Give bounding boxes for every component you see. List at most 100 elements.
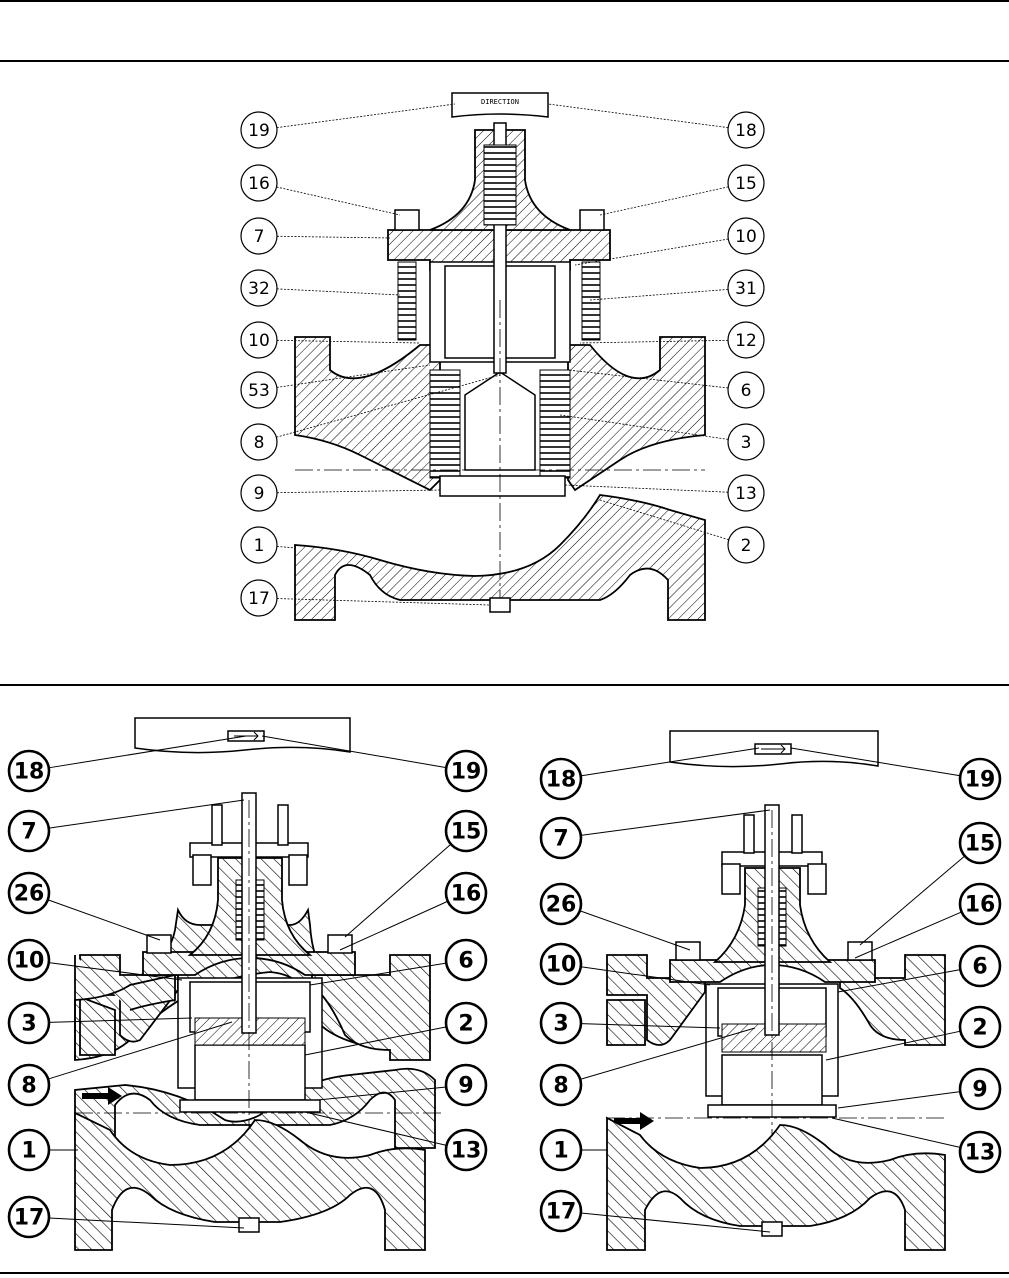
leader-line — [276, 103, 456, 129]
part-callout-15: 15 — [958, 821, 1002, 865]
part-callout-2: 2 — [958, 1005, 1002, 1049]
part-callout-15: 15 — [727, 164, 765, 202]
leader-line — [854, 911, 962, 959]
part-number: 26 — [546, 893, 577, 918]
leader-line — [276, 339, 421, 344]
part-callout-8: 8 — [7, 1063, 51, 1107]
leader-line — [276, 546, 297, 549]
part-callout-10: 10 — [7, 938, 51, 982]
part-number: 3 — [553, 1012, 568, 1037]
part-number: 7 — [553, 827, 568, 852]
nameplate-top — [451, 92, 549, 118]
part-number: 8 — [254, 433, 265, 453]
part-callout-10: 10 — [727, 217, 765, 255]
bottom-right-valve-drawing — [606, 730, 946, 1251]
part-callout-2: 2 — [444, 1001, 488, 1045]
part-callout-1: 1 — [539, 1128, 583, 1172]
leader-line — [344, 843, 452, 938]
part-callout-3: 3 — [539, 1001, 583, 1045]
leader-line — [559, 414, 729, 440]
part-callout-17: 17 — [7, 1195, 51, 1239]
leader-line — [589, 288, 729, 301]
part-number: 8 — [21, 1074, 36, 1099]
leader-line — [599, 186, 729, 216]
leader-line — [837, 969, 961, 993]
leader-line — [304, 1111, 447, 1146]
part-number: 9 — [458, 1074, 473, 1099]
part-number: 2 — [458, 1012, 473, 1037]
part-number: 1 — [254, 536, 265, 556]
leader-line — [309, 962, 447, 986]
leader-line — [574, 238, 729, 266]
nameplate-text-top: DIRECTION — [481, 98, 519, 106]
part-number: 8 — [553, 1074, 568, 1099]
part-callout-15: 15 — [444, 809, 488, 853]
part-number: 13 — [965, 1141, 996, 1166]
part-number: 7 — [254, 227, 265, 247]
part-number: 6 — [972, 955, 987, 980]
leader-line — [579, 339, 729, 344]
part-number: 10 — [546, 953, 577, 978]
part-number: 12 — [735, 331, 757, 351]
part-number: 32 — [248, 279, 270, 299]
part-number: 3 — [741, 433, 752, 453]
leader-line — [47, 899, 161, 941]
part-number: 19 — [965, 768, 996, 793]
part-number: 19 — [248, 121, 270, 141]
part-number: 19 — [451, 760, 482, 785]
leader-line — [276, 489, 441, 494]
part-callout-31: 31 — [727, 269, 765, 307]
top-valve-drawing: DIRECTION — [294, 92, 706, 621]
part-callout-3: 3 — [727, 423, 765, 461]
leader-line — [831, 1117, 961, 1149]
leader-line — [48, 1017, 193, 1023]
part-callout-6: 6 — [727, 371, 765, 409]
part-callout-13: 13 — [727, 474, 765, 512]
leader-line — [276, 186, 401, 216]
part-number: 13 — [735, 484, 757, 504]
bottom-left-valve-drawing — [74, 717, 445, 1251]
part-callout-8: 8 — [539, 1063, 583, 1107]
leader-line — [48, 799, 245, 829]
top-rule — [0, 0, 1009, 2]
leader-line — [276, 288, 401, 296]
bottom-rule — [0, 1272, 1009, 1274]
part-number: 2 — [972, 1016, 987, 1041]
leader-line — [580, 1027, 756, 1080]
part-callout-13: 13 — [958, 1130, 1002, 1174]
part-number: 15 — [965, 832, 996, 857]
part-callout-8: 8 — [240, 423, 278, 461]
part-number: 26 — [14, 882, 45, 907]
leader-line — [837, 1091, 961, 1109]
part-callout-13: 13 — [444, 1128, 488, 1172]
part-callout-26: 26 — [539, 882, 583, 926]
part-number: 10 — [735, 227, 757, 247]
part-number: 17 — [546, 1200, 577, 1225]
mid-rule — [0, 684, 1009, 686]
part-callout-17: 17 — [539, 1189, 583, 1233]
leader-line — [339, 900, 448, 951]
part-callout-18: 18 — [7, 749, 51, 793]
part-number: 18 — [735, 121, 757, 141]
part-callout-32: 32 — [240, 269, 278, 307]
part-callout-53: 53 — [240, 371, 278, 409]
part-callout-1: 1 — [7, 1128, 51, 1172]
leader-line — [276, 598, 491, 606]
part-number: 17 — [14, 1206, 45, 1231]
part-number: 1 — [21, 1139, 36, 1164]
part-callout-9: 9 — [444, 1063, 488, 1107]
leader-line — [859, 855, 966, 946]
part-callout-16: 16 — [240, 164, 278, 202]
part-number: 18 — [14, 760, 45, 785]
part-number: 16 — [965, 893, 996, 918]
leader-line — [580, 1212, 771, 1233]
part-callout-7: 7 — [539, 816, 583, 860]
part-callout-2: 2 — [727, 526, 765, 564]
leader-line — [547, 103, 729, 129]
leader-line — [48, 735, 247, 769]
part-number: 9 — [972, 1078, 987, 1103]
part-number: 53 — [248, 381, 270, 401]
part-number: 16 — [248, 174, 270, 194]
leader-line — [276, 235, 391, 239]
